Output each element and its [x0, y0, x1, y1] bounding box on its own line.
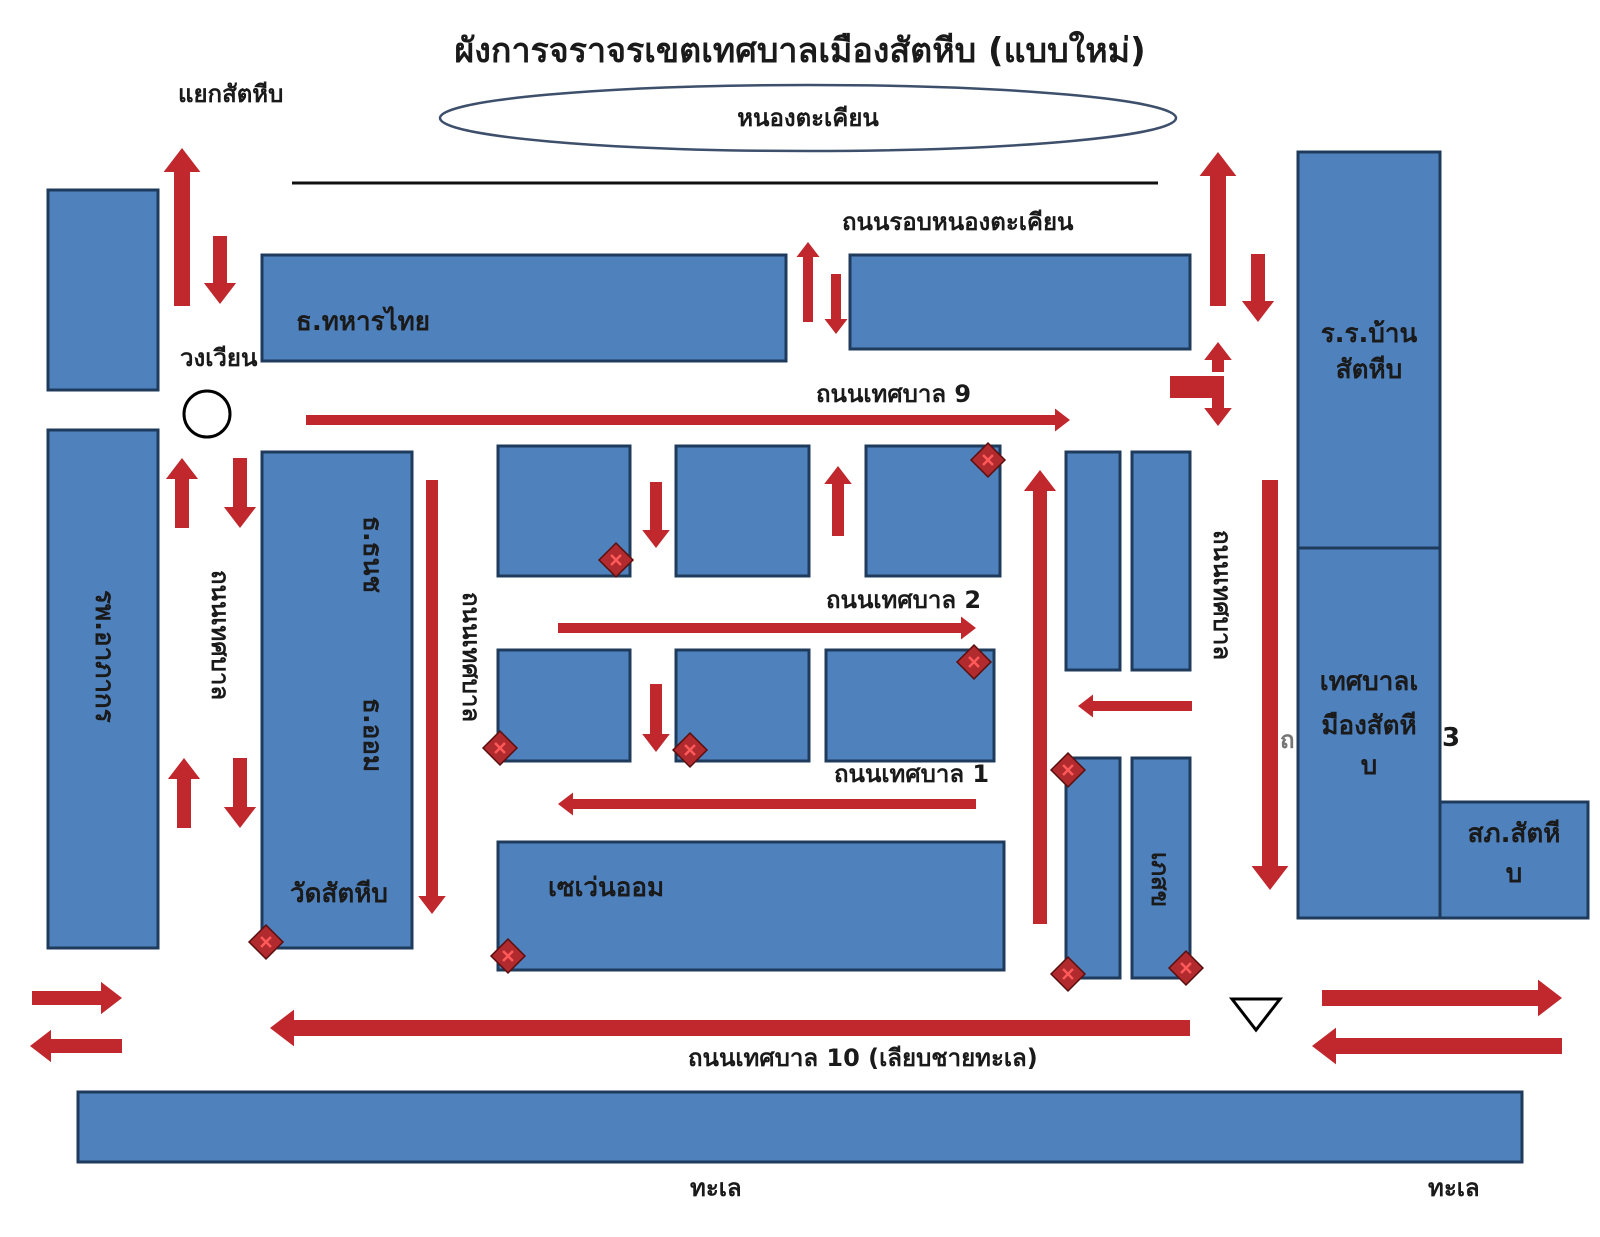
block-b1	[496, 648, 632, 763]
traffic-arrows	[30, 148, 1562, 1065]
lake-label: หนองตะเคียน	[737, 104, 879, 132]
x-marker-icon	[489, 937, 527, 975]
road2-label: ถนนเทศบาล 2	[826, 586, 981, 614]
arrow-icon	[32, 981, 122, 1015]
school-label-line1: ร.ร.บ้าน	[1321, 319, 1418, 349]
arrow-icon	[203, 236, 237, 304]
x-marker-icon	[969, 441, 1007, 479]
x-marker-icon	[1049, 751, 1087, 789]
block-c1	[1064, 450, 1122, 672]
arrow-icon	[1322, 979, 1562, 1017]
lake-ellipse	[438, 83, 1178, 153]
block-top-right-strip	[848, 253, 1192, 351]
block-top-left	[46, 188, 160, 392]
x-marker-icon	[1049, 955, 1087, 993]
hospital-label: รพ.อาภากร	[89, 590, 119, 723]
road10-label: ถนนเทศบาล 10 (เลียบชายทะเล)	[688, 1044, 1038, 1072]
road1-label: ถนนเทศบาล 1	[834, 760, 989, 788]
small-block-label: เภสข	[1146, 852, 1174, 907]
arrow-icon	[796, 242, 820, 322]
arrow-icon	[558, 616, 976, 640]
block-b3	[824, 648, 996, 763]
roundabout-label: วงเวียน	[180, 344, 258, 372]
block-school	[1296, 150, 1442, 550]
block-d2	[1130, 756, 1192, 980]
bank-aomsin-label: ธ.ออม	[357, 698, 387, 772]
map-title: ผังการจราจรเขตเทศบาลเมืองสัตหีบ (แบบใหม่…	[454, 30, 1145, 71]
block-temple-column	[260, 450, 414, 950]
triangle-icon	[1228, 997, 1284, 1033]
arrow-icon	[165, 458, 199, 528]
sea-right-label: ทะเล	[1428, 1174, 1480, 1202]
arrow-icon	[1251, 480, 1289, 890]
block-police	[1438, 800, 1590, 920]
road-left-vertical-label: ถนนเทศบาล	[206, 570, 234, 700]
digit3-faint-label: ถ	[1280, 726, 1295, 754]
block-seven-eleven	[496, 840, 1006, 972]
x-marker-icon	[671, 731, 709, 769]
block-municipality	[1296, 546, 1442, 920]
arrow-icon	[824, 466, 852, 536]
lake-road-label: ถนนรอบหนองตะเคียน	[842, 208, 1074, 236]
arrow-icon	[1199, 152, 1237, 306]
road9-label: ถนนเทศบาล 9	[816, 380, 971, 408]
block-hospital	[46, 428, 160, 950]
junction-label: แยกสัตหีบ	[178, 80, 283, 108]
arrow-icon	[30, 1029, 122, 1063]
x-marker-icon	[1167, 949, 1205, 987]
police-label-line2: บ	[1506, 859, 1523, 889]
closure-markers	[247, 441, 1205, 993]
arrow-icon	[824, 274, 848, 334]
block-b2	[674, 648, 811, 763]
temple-label: วัดสัตหีบ	[290, 879, 388, 909]
arrow-icon	[167, 758, 201, 828]
police-label-line1: สภ.สัตหี	[1468, 819, 1561, 849]
block-a2	[674, 444, 811, 578]
school-label-line2: สัตหีบ	[1336, 355, 1402, 385]
block-seafront	[76, 1090, 1524, 1164]
arrow-icon	[223, 758, 257, 828]
arrow-icon	[1204, 398, 1232, 426]
military-bank-label: ธ.ทหารไทย	[296, 305, 430, 337]
block-d1	[1064, 756, 1122, 980]
roundabout-circle-icon	[182, 389, 232, 439]
arrow-icon	[223, 458, 257, 528]
arrow-icon	[1241, 254, 1275, 322]
road-right-vertical-label: ถนนเทศบาล	[1208, 530, 1236, 660]
municipality-label-line1: เทศบาลเ	[1320, 667, 1418, 697]
arrow-icon	[1312, 1027, 1562, 1065]
arrow-icon	[418, 480, 446, 914]
arrow-icon	[1023, 470, 1057, 924]
x-marker-icon	[247, 923, 285, 961]
arrow-icon	[642, 482, 670, 548]
arrow-icon	[270, 1009, 1190, 1047]
arrow-icon	[558, 792, 976, 816]
sea-left-label: ทะเล	[690, 1174, 742, 1202]
arrow-icon	[1204, 342, 1232, 372]
block-c2	[1130, 450, 1192, 672]
seven-eleven-label: เซเว่นออม	[548, 873, 664, 903]
x-marker-icon	[481, 729, 519, 767]
arrow-icon	[1078, 694, 1192, 718]
arrow-icon	[642, 684, 670, 752]
arrow-icon	[306, 408, 1070, 432]
arrow-icon	[163, 148, 201, 306]
bank-tanachart-label: ธ.ธนช	[357, 516, 387, 593]
municipality-label-line3: บ	[1361, 751, 1378, 781]
x-marker-icon	[955, 643, 993, 681]
municipality-label-line2: มืองสัตหี	[1321, 711, 1416, 741]
block-military-bank	[260, 253, 788, 363]
x-marker-icon	[597, 541, 635, 579]
road-mid-vertical-label: ถนนเทศบาล	[457, 592, 485, 722]
digit3-label: 3	[1442, 723, 1460, 753]
t-connector-bar	[1170, 376, 1224, 398]
